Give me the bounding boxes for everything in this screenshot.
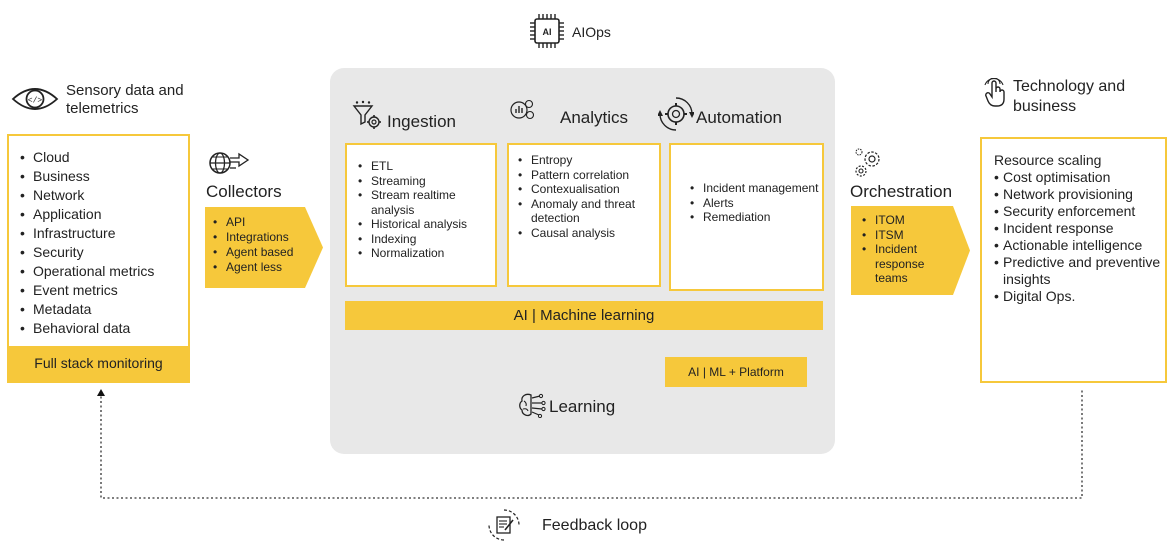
list-item: Actionable intelligence bbox=[994, 237, 1166, 254]
automation-title: Automation bbox=[696, 108, 782, 127]
analytics-list: Entropy Pattern correlation Contexualisa… bbox=[518, 153, 658, 240]
aiops-title: AIOps bbox=[572, 24, 611, 40]
list-item: Network bbox=[20, 186, 154, 205]
ai-ml-platform-box: AI | ML + Platform bbox=[665, 357, 807, 387]
list-item: Event metrics bbox=[20, 281, 154, 300]
globe-arrows-icon bbox=[209, 152, 250, 174]
list-item: Incident management bbox=[690, 181, 820, 196]
list-item: Operational metrics bbox=[20, 262, 154, 281]
list-item: Security bbox=[20, 243, 154, 262]
list-item: Streaming bbox=[358, 174, 495, 189]
list-item: ETL bbox=[358, 159, 495, 174]
list-item: Business bbox=[20, 167, 154, 186]
full-stack-monitoring-bar: Full stack monitoring bbox=[9, 346, 188, 381]
gears-icon bbox=[855, 148, 880, 177]
list-item: Metadata bbox=[20, 300, 154, 319]
technology-business-box: Resource scaling Cost optimisation Netwo… bbox=[980, 137, 1167, 383]
list-item: Cost optimisation bbox=[994, 169, 1166, 186]
list-item: Behavioral data bbox=[20, 319, 154, 338]
ingestion-list: ETL Streaming Stream realtime analysis H… bbox=[358, 159, 495, 261]
analytics-chart-icon bbox=[510, 99, 535, 120]
automation-list: Incident management Alerts Remediation bbox=[690, 181, 820, 225]
list-item: Security enforcement bbox=[994, 203, 1166, 220]
learning-label: Learning bbox=[549, 397, 616, 416]
list-item: Indexing bbox=[358, 232, 495, 247]
list-item: Incident response bbox=[994, 220, 1166, 237]
analytics-title: Analytics bbox=[560, 108, 629, 127]
list-item: Contexualisation bbox=[518, 182, 658, 197]
list-item: Remediation bbox=[690, 210, 820, 225]
machine-learning-bar: AI | Machine learning bbox=[345, 301, 823, 330]
list-item: Normalization bbox=[358, 246, 495, 261]
orchestration-label: Orchestration bbox=[850, 182, 953, 201]
ai-chip-icon: AI bbox=[530, 14, 564, 48]
funnel-gear-icon bbox=[352, 100, 381, 129]
list-item: API bbox=[213, 215, 293, 230]
list-item: Anomaly and threat detection bbox=[518, 197, 658, 226]
resource-scaling-heading: Resource scaling bbox=[994, 152, 1102, 168]
feedback-document-icon bbox=[488, 509, 520, 541]
svg-text:</>: </> bbox=[28, 97, 43, 106]
list-item: Digital Ops. bbox=[994, 288, 1166, 305]
technology-business-list: Cost optimisation Network provisioning S… bbox=[994, 169, 1166, 305]
sensory-list: Cloud Business Network Application Infra… bbox=[20, 148, 154, 338]
list-item: Infrastructure bbox=[20, 224, 154, 243]
list-item: Causal analysis bbox=[518, 226, 658, 241]
ingestion-box: ETL Streaming Stream realtime analysis H… bbox=[345, 143, 497, 287]
list-item: Integrations bbox=[213, 230, 293, 245]
list-item: ITSM bbox=[862, 228, 947, 243]
list-item: Stream realtime analysis bbox=[358, 188, 495, 217]
eye-icon: </> bbox=[11, 88, 59, 110]
automation-box: Incident management Alerts Remediation bbox=[669, 143, 824, 291]
feedback-loop-label: Feedback loop bbox=[542, 517, 647, 534]
list-item: ITOM bbox=[862, 213, 947, 228]
collectors-label: Collectors bbox=[206, 182, 282, 201]
touch-hand-icon bbox=[984, 78, 1005, 107]
list-item: Predictive and preventive insights bbox=[994, 254, 1166, 288]
technology-business-title: Technology and business bbox=[1013, 78, 1126, 115]
ingestion-title: Ingestion bbox=[387, 112, 456, 131]
orchestration-list: ITOM ITSM Incident response teams bbox=[862, 213, 947, 286]
list-item: Pattern correlation bbox=[518, 168, 658, 183]
collectors-list: API Integrations Agent based Agent less bbox=[213, 215, 293, 275]
brain-icon bbox=[519, 393, 546, 418]
list-item: Cloud bbox=[20, 148, 154, 167]
list-item: Historical analysis bbox=[358, 217, 495, 232]
list-item: Network provisioning bbox=[994, 186, 1166, 203]
sensory-title: Sensory data and telemetrics bbox=[66, 82, 184, 117]
list-item: Application bbox=[20, 205, 154, 224]
analytics-box: Entropy Pattern correlation Contexualisa… bbox=[507, 143, 661, 287]
list-item: Alerts bbox=[690, 196, 820, 211]
sensory-box: Cloud Business Network Application Infra… bbox=[7, 134, 190, 383]
list-item: Incident response teams bbox=[862, 242, 947, 286]
list-item: Entropy bbox=[518, 153, 658, 168]
list-item: Agent less bbox=[213, 260, 293, 275]
automation-gear-icon bbox=[658, 97, 694, 131]
list-item: Agent based bbox=[213, 245, 293, 260]
svg-text:AI: AI bbox=[543, 27, 552, 37]
technology-business-content: Resource scaling Cost optimisation Netwo… bbox=[994, 152, 1166, 305]
